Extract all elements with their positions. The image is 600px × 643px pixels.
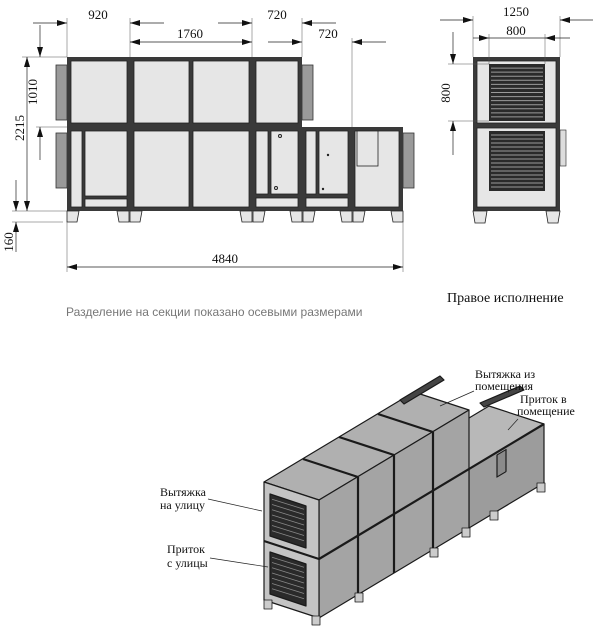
callout-exhaust-room-line2: помещения bbox=[475, 379, 534, 393]
front-view: 1250 800 800 Правое исполнение bbox=[438, 4, 593, 306]
panel bbox=[84, 198, 128, 208]
callout-supply-outside-line2: с улицы bbox=[167, 556, 208, 570]
louver-slat bbox=[271, 583, 305, 594]
louver-slat bbox=[271, 498, 305, 510]
louver-slat bbox=[271, 562, 305, 573]
callout-exhaust-room-line1: Вытяжка из bbox=[475, 367, 535, 381]
duct-right-upper bbox=[301, 64, 314, 121]
panel bbox=[133, 60, 190, 124]
grille-upper bbox=[489, 64, 545, 121]
panel bbox=[133, 130, 190, 208]
grille-lower bbox=[489, 131, 545, 191]
louver-slat bbox=[271, 577, 305, 589]
callout-exhaust-outside-line2: на улицу bbox=[160, 498, 205, 512]
louver-slat bbox=[271, 525, 305, 536]
panel bbox=[255, 197, 299, 208]
callout-supply-room-line1: Приток в bbox=[520, 392, 567, 406]
callout-exhaust-outside-line1: Вытяжка bbox=[160, 485, 207, 499]
louver-slat bbox=[271, 530, 305, 542]
dim-upper-height: 1010 bbox=[25, 79, 40, 105]
panel bbox=[70, 60, 128, 124]
dim-section-3: 720 bbox=[267, 7, 287, 22]
panel bbox=[305, 197, 349, 208]
duct-left-upper bbox=[55, 64, 68, 121]
panel bbox=[255, 60, 299, 124]
dim-section-1: 920 bbox=[88, 7, 108, 22]
panel bbox=[318, 130, 349, 195]
panel bbox=[305, 130, 317, 195]
dim-grille-width: 800 bbox=[506, 23, 526, 38]
panel bbox=[192, 130, 250, 208]
port-icon bbox=[274, 186, 278, 190]
callouts: Вытяжка на улицу Приток с улицы Вытяжка … bbox=[160, 367, 575, 570]
dim-width: 1250 bbox=[503, 4, 529, 19]
louver-slat bbox=[271, 572, 305, 584]
duct-supply-room bbox=[479, 385, 525, 408]
louver-slat bbox=[271, 504, 305, 515]
side-view: 920 1760 720 720 4840 1010 2215 160 bbox=[1, 7, 415, 272]
dim-grille-height: 800 bbox=[438, 83, 453, 103]
grille-exhaust-outside bbox=[269, 493, 307, 549]
support-feet bbox=[472, 210, 561, 224]
port-icon bbox=[321, 187, 325, 191]
louver-slat bbox=[271, 567, 305, 579]
support-feet bbox=[66, 210, 404, 223]
louver-slat bbox=[271, 519, 305, 531]
dim-section-2: 1760 bbox=[177, 26, 203, 41]
dim-section-4: 720 bbox=[318, 26, 338, 41]
extension-control-box bbox=[496, 448, 507, 478]
dim-total-height: 2215 bbox=[12, 115, 27, 141]
panel bbox=[70, 130, 83, 208]
duct-right-lower bbox=[402, 132, 415, 189]
isometric-view bbox=[263, 375, 546, 626]
panel bbox=[192, 60, 250, 124]
louver-slat bbox=[271, 514, 305, 526]
caption: Разделение на секции показано осевыми ра… bbox=[66, 305, 362, 319]
port-icon bbox=[278, 134, 282, 138]
view-title-right-hand: Правое исполнение bbox=[447, 291, 564, 306]
control-box bbox=[356, 130, 379, 167]
callout-supply-outside-line1: Приток bbox=[167, 542, 205, 556]
duct-exhaust-room bbox=[399, 375, 445, 405]
panel bbox=[255, 130, 269, 195]
panel bbox=[270, 130, 299, 195]
control-terminal bbox=[559, 129, 567, 167]
support-feet bbox=[263, 482, 546, 626]
panel bbox=[84, 130, 128, 197]
dim-base-height: 160 bbox=[1, 232, 16, 252]
dim-total-length: 4840 bbox=[212, 251, 238, 266]
port-icon bbox=[326, 153, 330, 157]
louver-slat bbox=[271, 588, 305, 600]
louver-slat bbox=[271, 509, 305, 521]
grille-supply-outside bbox=[269, 551, 307, 607]
louver-slat bbox=[271, 556, 305, 568]
duct-left-lower bbox=[55, 132, 68, 189]
callout-supply-room-line2: помещение bbox=[517, 404, 575, 418]
